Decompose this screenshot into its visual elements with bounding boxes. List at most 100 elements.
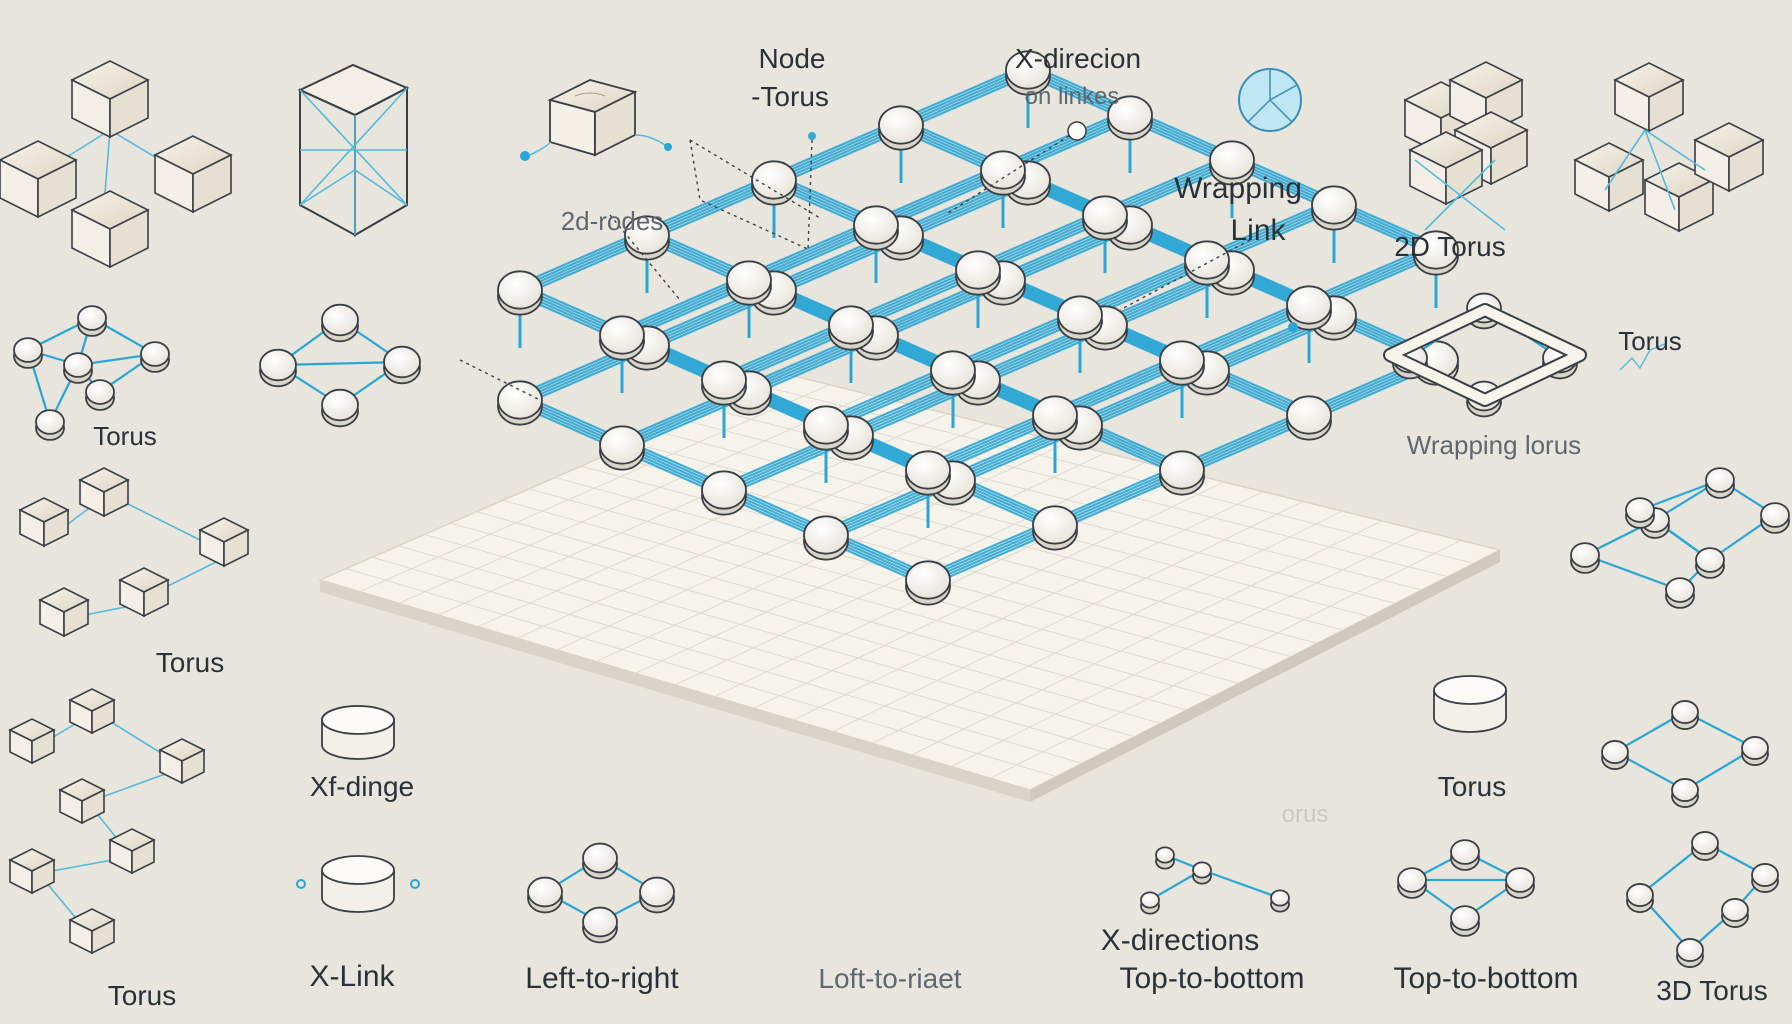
labels: Node -Torus X-direcion on linkes 2d-rode… [93,43,1768,1011]
node [1311,185,1357,231]
cube [38,587,90,638]
wireframe-cube-icon [297,63,410,237]
node [1209,140,1255,186]
cube [18,497,70,548]
label-torus-mid-right: Torus [1438,771,1506,802]
node [1721,898,1749,928]
cube [0,140,78,219]
node [1032,395,1078,441]
label-xf-dinge: Xf-dinge [310,771,414,802]
label-link: Link [1230,214,1286,247]
node [1155,846,1175,870]
node [63,352,93,384]
node [853,205,899,251]
node [1140,891,1160,915]
node [1625,497,1655,529]
node [1665,577,1695,609]
label-2d-nodes: 2d-rodes [561,206,664,236]
label-2d-torus: 2D Torus [1394,231,1506,262]
node [1413,230,1459,276]
node [1082,195,1128,241]
cube [78,467,130,518]
label-torus-sub: -Torus [751,81,829,112]
node [1741,736,1769,766]
cube-cluster-icon-right [1573,62,1765,233]
cube [1573,142,1645,213]
label-top-to-bottom-1: Top-to-bottom [1119,962,1304,995]
node [905,450,951,496]
platform [317,374,1503,802]
node [1184,240,1230,286]
node [1626,883,1654,913]
node [85,379,115,411]
node [1671,778,1699,808]
cube [70,60,150,139]
cube [8,718,56,765]
node [1005,50,1051,96]
node [1691,831,1719,861]
node [383,345,421,385]
cylinder-link-icon [296,855,420,913]
stacked-cube-rows [8,467,250,955]
node [1159,450,1205,496]
node [803,515,849,561]
label-node: Node [759,43,826,74]
label-top-to-bottom-2: Top-to-bottom [1393,962,1578,995]
node [1032,505,1078,551]
node [599,315,645,361]
node [1057,295,1103,341]
cube [1408,131,1484,206]
node [321,388,359,428]
graph-icon-5 [1601,700,1769,808]
node [599,425,645,471]
label-on-links: on linkes [1025,83,1120,110]
cube [68,908,116,955]
cube [108,828,156,875]
label-orus: orus [1282,801,1329,828]
graph-icon-7 [1626,831,1779,968]
label-wrapping: Wrapping [1174,172,1302,205]
node [1192,861,1212,885]
node [878,105,924,151]
cube [1693,122,1765,193]
node [1751,863,1779,893]
cube [70,190,150,269]
node [701,470,747,516]
pie-chart-icon [1238,68,1302,132]
node [1159,340,1205,386]
torus-mesh-nodes [497,50,1459,606]
graph-icon-6 [1397,839,1535,937]
node [1676,938,1704,968]
cube [1613,62,1685,133]
node [321,303,359,343]
cube [153,135,233,214]
label-loft-to-riaet: Loft-to-riaet [818,963,961,994]
node [1601,740,1629,770]
node [701,360,747,406]
node [1450,905,1480,937]
torus-loop-icon [1383,303,1666,407]
label-torus-left-1: Torus [93,421,157,451]
node [930,350,976,396]
node [726,260,772,306]
node [803,405,849,451]
label-torus-left-2: Torus [156,647,224,678]
node [1671,700,1699,730]
cube-node-icon [520,79,672,161]
node [1270,889,1290,913]
label-left-to-right: Left-to-right [525,962,679,995]
node [259,348,297,388]
cube-cluster-icon [0,60,233,269]
node [1397,867,1427,899]
cube [158,738,206,785]
node [639,876,675,914]
node [955,250,1001,296]
node [751,160,797,206]
label-3d-torus: 3D Torus [1656,975,1768,1006]
node [527,876,563,914]
node [1695,547,1725,579]
node [905,560,951,606]
node [1107,95,1153,141]
label-torus-right: Torus [1618,326,1682,356]
